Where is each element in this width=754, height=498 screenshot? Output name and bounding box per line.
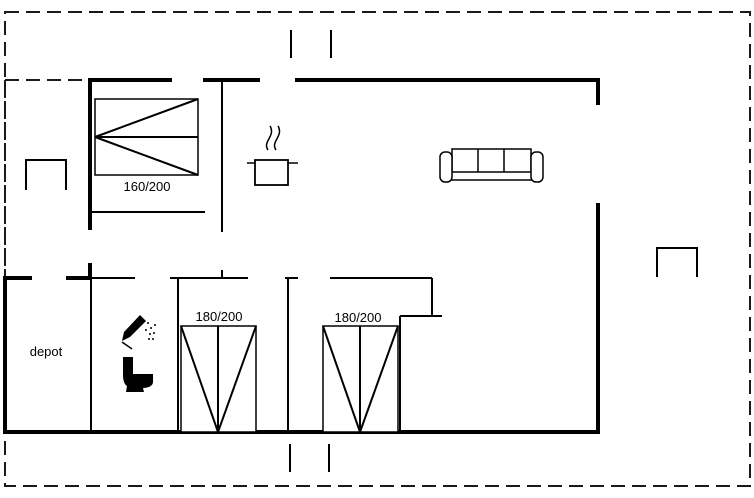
interior-walls [90, 80, 442, 432]
outer-walls [3, 78, 600, 434]
bed-160 [94, 98, 199, 176]
bed-size-label-1: 160/200 [124, 179, 171, 194]
entrance-markers [289, 30, 332, 472]
bed-180-right [322, 325, 399, 433]
terrace-bench-right [656, 247, 698, 277]
bed-size-label-2: 180/200 [196, 309, 243, 324]
bed-180-left [180, 325, 257, 433]
terrace-bench-left [25, 159, 67, 190]
bed-size-label-3: 180/200 [335, 310, 382, 325]
storage-room-label: depot [30, 344, 63, 359]
cooking-pot-icon [247, 125, 298, 186]
toilet-icon [123, 357, 153, 392]
shower-icon [121, 315, 156, 350]
sofa-icon [439, 148, 544, 183]
